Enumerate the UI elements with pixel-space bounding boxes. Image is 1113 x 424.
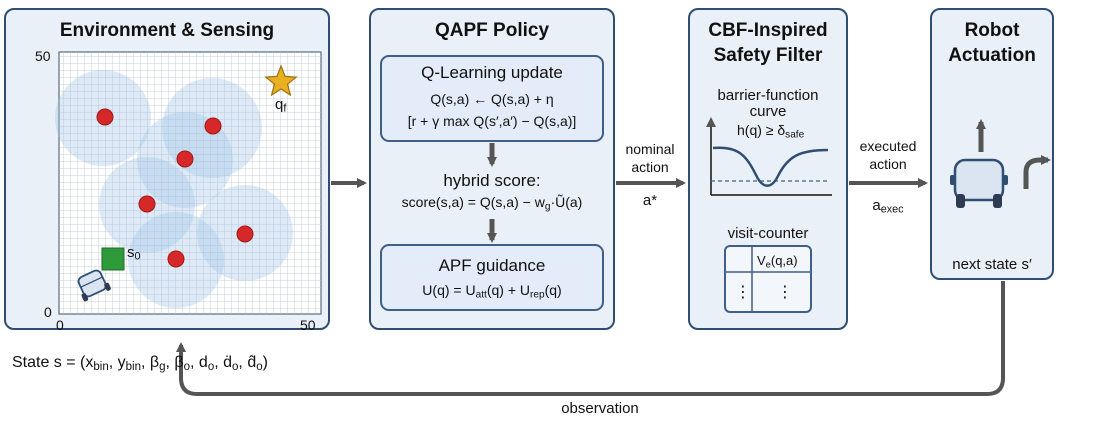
environment-panel-title: Environment & Sensing (59, 20, 275, 41)
obstacle-marker (138, 195, 156, 213)
robot-icon-large (950, 158, 1008, 208)
next-state-label: next state s′ (952, 256, 1032, 273)
obstacle-marker (236, 225, 254, 243)
axis-right-label: 50 (300, 317, 316, 333)
start-square (101, 247, 125, 271)
obstacle-marker (167, 250, 185, 268)
apf-guidance-box (380, 244, 604, 311)
a-exec-label: aexec (872, 197, 904, 216)
visit-counter-table (724, 245, 812, 313)
goal-label: qf (275, 96, 287, 115)
robot-title-line2: Actuation (948, 45, 1036, 66)
start-label: s0 (127, 244, 141, 263)
turn-arrow-icon (1023, 155, 1051, 189)
robot-icon-small (77, 269, 111, 302)
observation-feedback-arrow (176, 281, 1005, 396)
q-learning-title: Q-Learning update (421, 63, 563, 82)
axis-origin-x-label: 0 (56, 317, 64, 333)
axis-origin-y-label: 0 (44, 304, 52, 320)
q-learning-line2: [r + γ max Q(s′,a′) − Q(s,a)] (407, 113, 577, 129)
table-dots-left: ⋮ (735, 284, 751, 301)
state-vector-label: State s = (xbin, ybin, βg, βo, do, ḋo, d… (12, 354, 268, 373)
barrier-function-plot (706, 117, 832, 196)
barrier-constraint-label: h(q) ≥ δsafe (737, 122, 805, 141)
goal-star-icon (264, 64, 298, 97)
table-dots-right: ⋮ (777, 284, 793, 301)
apf-title: APF guidance (438, 256, 546, 275)
hybrid-score-formula: score(s,a) = Q(s,a) − wg·Ũ(a) (401, 194, 583, 213)
q-learning-box (380, 55, 604, 142)
observation-label: observation (561, 400, 639, 417)
hybrid-score-title: hybrid score: (443, 171, 541, 190)
obstacle-marker (96, 108, 114, 126)
axis-top-label: 50 (35, 48, 51, 64)
robot-actuation-panel: Robot Actuation (930, 8, 1054, 280)
filter-title-line1: CBF-Inspired (708, 20, 828, 41)
apf-formula: U(q) = Uatt(q) + Urep(q) (422, 282, 562, 301)
a-star-label: a* (642, 192, 658, 209)
obstacle-marker (176, 150, 194, 168)
robot-title-line1: Robot (964, 20, 1020, 41)
obstacle-marker (204, 117, 222, 135)
filter-title-line2: Safety Filter (713, 45, 823, 66)
policy-panel-title: QAPF Policy (434, 20, 550, 41)
visit-counter-header: Ve(q,a) (757, 253, 798, 270)
q-learning-line1: Q(s,a) ← Q(s,a) + η (430, 91, 554, 107)
visit-counter-label: visit-counter (727, 225, 809, 242)
